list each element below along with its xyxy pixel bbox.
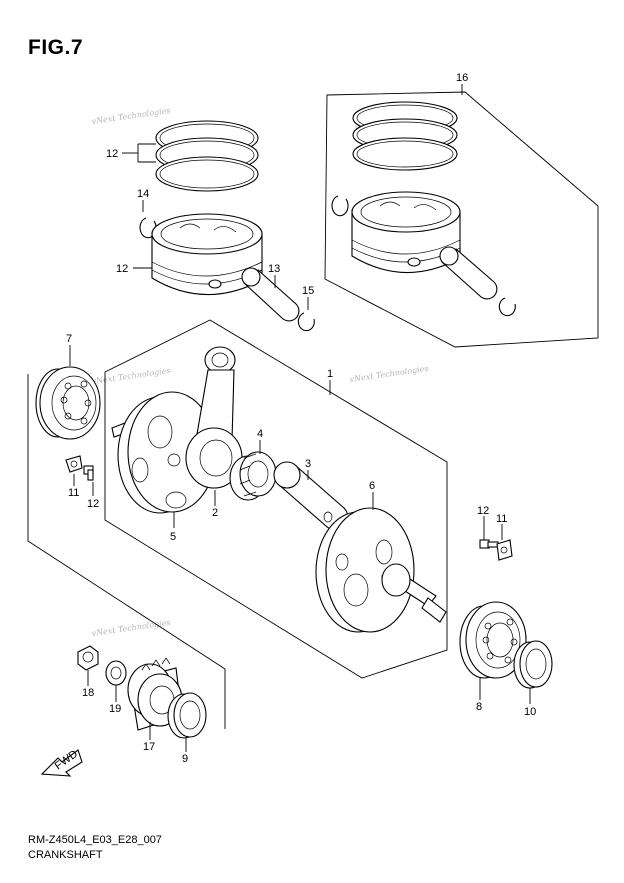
kit-circlip-left <box>331 195 349 217</box>
callout-19: 17 <box>143 741 155 753</box>
callout-14: 12 <box>106 148 118 160</box>
crankshaft-assembly-outline <box>104 319 448 679</box>
bolt-12-right <box>479 539 499 549</box>
callout-12-right: 12 <box>477 505 489 517</box>
callout-6: 6 <box>369 480 375 492</box>
crank-web-5 <box>111 391 217 514</box>
callout-20: 18 <box>82 687 94 699</box>
callout-4: 4 <box>257 428 263 440</box>
bearing-bracket-line <box>27 374 226 729</box>
callout-15: 13 <box>268 263 280 275</box>
crank-bearing-8 <box>459 601 527 679</box>
washer-11-right <box>496 539 513 561</box>
document-code: RM-Z450L4_E03_E28_007 <box>28 834 162 846</box>
callout-18: 16 <box>456 72 468 84</box>
callout-7: 7 <box>66 333 72 345</box>
washer-21 <box>105 660 127 686</box>
piston-kit-outline <box>324 91 599 348</box>
callout-5: 5 <box>170 531 176 543</box>
washer-11-right-hole <box>500 546 508 554</box>
nut-20 <box>77 645 99 671</box>
figure-title: FIG.7 <box>28 36 84 59</box>
washer-11-left <box>65 455 83 473</box>
piston-rings <box>155 120 259 192</box>
kit-piston-pin <box>439 246 498 300</box>
watermark-1: vNext Technologies <box>91 106 171 126</box>
bolt-12-left <box>83 465 94 481</box>
callout-2: 2 <box>212 507 218 519</box>
watermark-4: vNext Technologies <box>349 364 429 384</box>
callout-12-left: 12 <box>87 498 99 510</box>
piston-pin-15 <box>241 267 300 322</box>
connecting-rod-2 <box>185 346 243 489</box>
callout-13: 12 <box>116 263 128 275</box>
callout-1: 1 <box>327 368 333 380</box>
kit-piston-rings <box>352 101 458 171</box>
washer-11-left-hole <box>70 460 78 468</box>
callout-8: 8 <box>476 701 482 713</box>
document-name: CRANKSHAFT <box>28 849 103 861</box>
callout-17: 15 <box>302 285 314 297</box>
callout-9: 9 <box>182 753 188 765</box>
callout-10: 10 <box>524 706 536 718</box>
crank-pin-3 <box>273 461 349 531</box>
crank-pin-bearing-4 <box>229 451 277 501</box>
callout-21: 19 <box>109 703 121 715</box>
callout-11-left: 11 <box>68 487 79 499</box>
callout-3: 3 <box>305 458 311 470</box>
callout-labels: 12 14 12 13 15 16 7 1 3 4 2 5 6 11 12 12… <box>66 72 536 765</box>
fwd-arrow-icon: FWD <box>40 748 83 777</box>
piston-13 <box>151 213 263 296</box>
oil-seal-10 <box>513 640 553 689</box>
piston-pin-circlip-17 <box>297 312 315 332</box>
watermark-5: vNext Technologies <box>91 618 171 638</box>
crank-web-6 <box>315 507 447 633</box>
watermark-3: vNext Technologies <box>91 366 171 386</box>
callout-11-right: 11 <box>496 513 507 525</box>
leader-lines <box>69 84 531 752</box>
kit-piston <box>351 191 461 274</box>
callout-16: 14 <box>137 188 149 200</box>
kit-circlip-right <box>498 297 516 317</box>
oil-seal-9 <box>167 692 207 739</box>
crank-bearing-7 <box>35 366 101 440</box>
